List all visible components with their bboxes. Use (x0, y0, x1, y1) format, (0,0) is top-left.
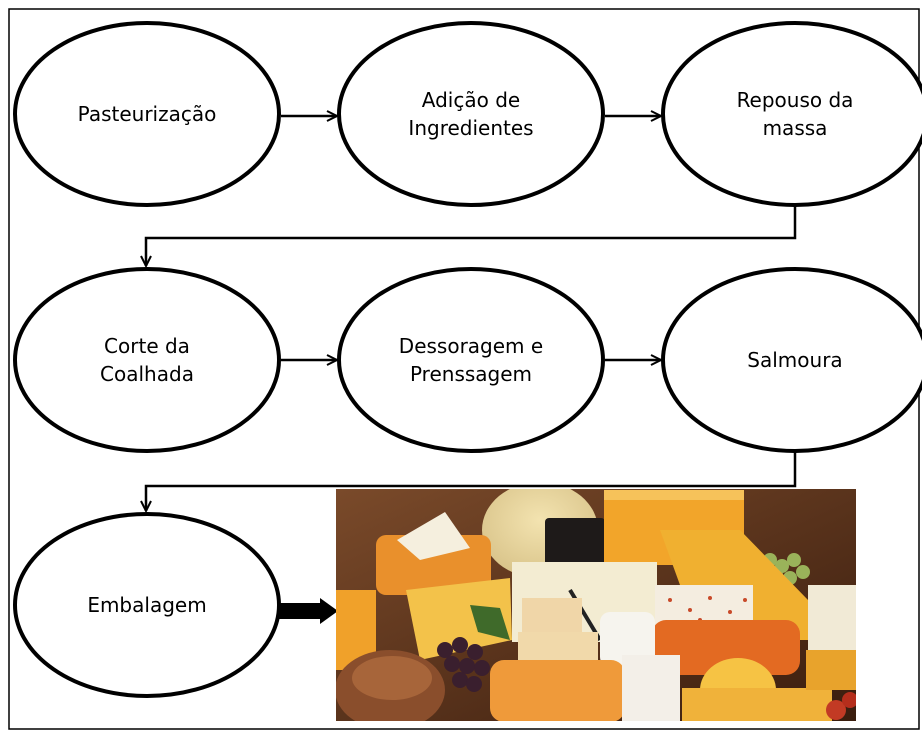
node-pasteurizacao: Pasteurização (13, 21, 281, 207)
node-salmoura: Salmoura (661, 267, 922, 453)
node-label: Coalhada (100, 362, 194, 386)
node-label: Ingredientes (408, 116, 533, 140)
edge-repouso-to-corte (146, 205, 797, 266)
node-label: Repouso da (737, 88, 854, 112)
node-label: Dessoragem e (399, 334, 543, 358)
node-repouso: Repouso da massa (661, 21, 922, 207)
node-shape (337, 267, 605, 453)
thick-arrow (278, 598, 338, 624)
node-label: Prenssagem (410, 362, 532, 386)
node-label: Embalagem (87, 593, 206, 617)
edge-salmoura-to-embalagem (146, 452, 797, 511)
node-shape (661, 267, 922, 453)
node-embalagem: Embalagem (13, 512, 281, 698)
node-label: Corte da (104, 334, 190, 358)
node-label: Adição de (422, 88, 520, 112)
node-shape (337, 21, 605, 207)
node-label: massa (763, 116, 828, 140)
node-shape (13, 21, 281, 207)
node-corte: Corte da Coalhada (13, 267, 281, 453)
node-shape (13, 267, 281, 453)
cheese-photo (336, 489, 856, 721)
node-dessoragem: Dessoragem e Prenssagem (337, 267, 605, 453)
connectors (146, 116, 797, 511)
node-shape (661, 21, 922, 207)
node-label: Salmoura (747, 348, 842, 372)
process-nodes: Pasteurização Adição de Ingredientes Repous… (13, 21, 922, 698)
node-adicao: Adição de Ingredientes (337, 21, 605, 207)
node-label: Pasteurização (78, 102, 217, 126)
